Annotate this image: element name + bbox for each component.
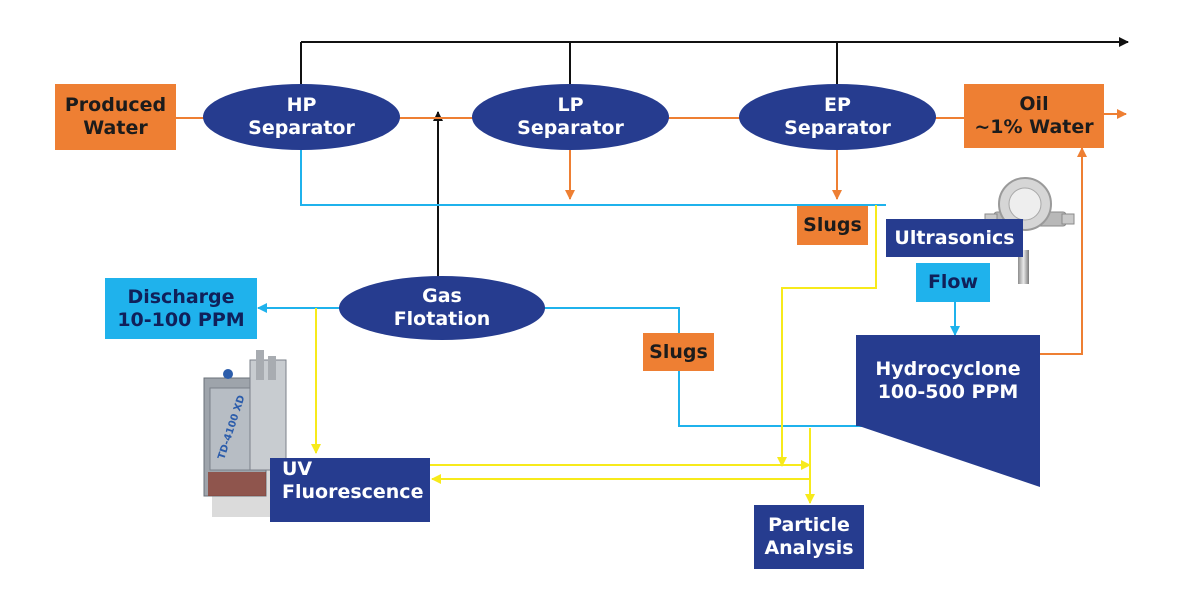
discharge-line2: 10-100 PPM [117,308,245,331]
hydrocyclone-cone [856,425,1040,487]
gas-line [300,37,1129,283]
oil-line [176,109,1127,355]
slugs-mid-label: Slugs [649,340,708,363]
produced-water-line1: Produced [64,94,167,116]
oil-line1: Oil [1019,93,1049,115]
uv-analyzer-icon: TD-4100 XD [203,350,287,517]
slugs-top-box: Slugs [797,206,868,245]
slugs-top-label: Slugs [803,214,862,236]
particle-analysis-line2: Analysis [764,537,854,559]
gas-flotation: Gas Flotation [339,276,545,340]
ep-separator: EP Separator [739,84,936,150]
ep-separator-line2: Separator [784,117,891,139]
hp-separator-line1: HP [286,94,317,116]
hydrocyclone-line1: Hydrocyclone [875,357,1021,380]
produced-water-box: Produced Water [55,84,176,150]
oil-box: Oil ~1% Water [964,84,1104,148]
uv-fluorescence-line2: Fluorescence [282,481,424,503]
ultrasonics-box: Ultrasonics [886,219,1023,257]
hydrocyclone-line2: 100-500 PPM [877,380,1019,403]
gas-flotation-line2: Flotation [393,308,491,330]
gas-flotation-line1: Gas [422,285,462,307]
flow-box: Flow [916,263,990,302]
ultrasonics-label: Ultrasonics [894,226,1015,249]
lp-separator: LP Separator [472,84,669,150]
produced-water-line2: Water [83,117,148,139]
uv-fluorescence-line1: UV [282,458,313,480]
hydrocyclone-box: Hydrocyclone 100-500 PPM [856,335,1040,426]
sample-line [311,205,877,504]
flow-label: Flow [927,271,979,293]
lp-separator-line1: LP [557,94,584,116]
slugs-mid-box: Slugs [643,333,714,371]
hp-separator-line2: Separator [248,117,355,139]
uv-fluorescence-box: UV Fluorescence [270,458,430,522]
particle-analysis-line1: Particle [768,514,850,536]
discharge-line1: Discharge [127,285,235,308]
lp-separator-line2: Separator [517,117,624,139]
ep-separator-line1: EP [824,94,851,116]
discharge-box: Discharge 10-100 PPM [105,278,257,339]
particle-analysis-box: Particle Analysis [754,505,864,569]
hp-separator: HP Separator [203,84,400,150]
oil-line2: ~1% Water [974,116,1094,138]
